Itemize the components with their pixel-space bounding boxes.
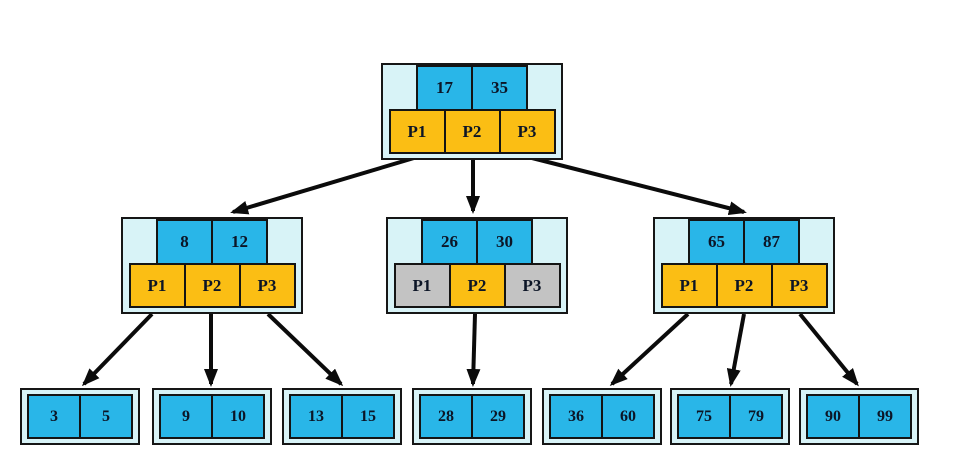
internal-node-left: 8 12 P1 P2 P3 xyxy=(121,217,303,314)
arrow-root-p1-to-internal-left xyxy=(230,156,415,215)
arrow-internal-right-p3-to-leaf-7 xyxy=(798,312,859,387)
internal-left-key-row: 8 12 xyxy=(156,219,268,265)
internal-middle-pointer-p2: P2 xyxy=(448,263,506,308)
root-key-cell-1: 17 xyxy=(416,65,473,111)
internal-right-key-row: 65 87 xyxy=(688,219,800,265)
leaf-6-value-cell-2: 79 xyxy=(729,394,783,439)
internal-left-pointer-p1: P1 xyxy=(128,263,186,308)
leaf-2-value-cell-2: 10 xyxy=(211,394,265,439)
internal-right-pointer-p3: P3 xyxy=(770,263,828,308)
leaf-node-5: 36 60 xyxy=(542,388,662,445)
root-pointer-p3: P3 xyxy=(498,109,556,154)
arrow-internal-right-p1-to-leaf-5 xyxy=(609,312,690,387)
leaf-5-value-cell-2: 60 xyxy=(601,394,655,439)
internal-left-key-cell-1: 8 xyxy=(156,219,213,265)
internal-middle-key-cell-2: 30 xyxy=(476,219,533,265)
leaf-node-2: 9 10 xyxy=(152,388,272,445)
root-key-cell-2: 35 xyxy=(471,65,528,111)
leaf-7-value-cell-2: 99 xyxy=(858,394,912,439)
leaf-1-value-cell-1: 3 xyxy=(27,394,81,439)
leaf-node-6: 75 79 xyxy=(670,388,790,445)
root-key-row: 17 35 xyxy=(416,65,528,111)
leaf-node-4: 28 29 xyxy=(412,388,532,445)
internal-right-key-cell-1: 65 xyxy=(688,219,745,265)
internal-node-middle: 26 30 P1 P2 P3 xyxy=(386,217,568,314)
internal-left-pointer-p3: P3 xyxy=(238,263,296,308)
internal-right-key-cell-2: 87 xyxy=(743,219,800,265)
internal-left-pointer-row: P1 P2 P3 xyxy=(128,263,296,308)
leaf-node-1: 3 5 xyxy=(20,388,140,445)
internal-middle-pointer-row: P1 P2 P3 xyxy=(393,263,561,308)
root-pointer-p1: P1 xyxy=(388,109,446,154)
leaf-1-value-cell-2: 5 xyxy=(79,394,133,439)
leaf-7-value-cell-1: 90 xyxy=(806,394,860,439)
internal-right-pointer-row: P1 P2 P3 xyxy=(660,263,828,308)
leaf-5-value-cell-1: 36 xyxy=(549,394,603,439)
leaf-4-value-cell-1: 28 xyxy=(419,394,473,439)
root-pointer-p2: P2 xyxy=(443,109,501,154)
root-pointer-row: P1 P2 P3 xyxy=(388,109,556,154)
arrow-internal-right-p2-to-leaf-6 xyxy=(726,313,746,387)
internal-left-pointer-p2: P2 xyxy=(183,263,241,308)
leaf-2-value-cell-1: 9 xyxy=(159,394,213,439)
arrow-internal-left-p1-to-leaf-1 xyxy=(81,312,154,387)
leaf-6-value-cell-1: 75 xyxy=(677,394,731,439)
root-node: 17 35 P1 P2 P3 xyxy=(381,63,563,160)
arrow-internal-middle-p2-to-leaf-4 xyxy=(466,313,481,387)
internal-left-key-cell-2: 12 xyxy=(211,219,268,265)
leaf-3-value-cell-2: 15 xyxy=(341,394,395,439)
internal-middle-pointer-p3: P3 xyxy=(503,263,561,308)
leaf-node-7: 90 99 xyxy=(799,388,919,445)
internal-middle-pointer-p1: P1 xyxy=(393,263,451,308)
leaf-node-3: 13 15 xyxy=(282,388,402,445)
internal-node-right: 65 87 P1 P2 P3 xyxy=(653,217,835,314)
internal-middle-key-row: 26 30 xyxy=(421,219,533,265)
internal-right-pointer-p2: P2 xyxy=(715,263,773,308)
arrow-root-p3-to-internal-right xyxy=(531,156,747,216)
leaf-4-value-cell-2: 29 xyxy=(471,394,525,439)
leaf-3-value-cell-1: 13 xyxy=(289,394,343,439)
internal-right-pointer-p1: P1 xyxy=(660,263,718,308)
internal-middle-key-cell-1: 26 xyxy=(421,219,478,265)
arrow-internal-left-p3-to-leaf-3 xyxy=(266,312,344,387)
